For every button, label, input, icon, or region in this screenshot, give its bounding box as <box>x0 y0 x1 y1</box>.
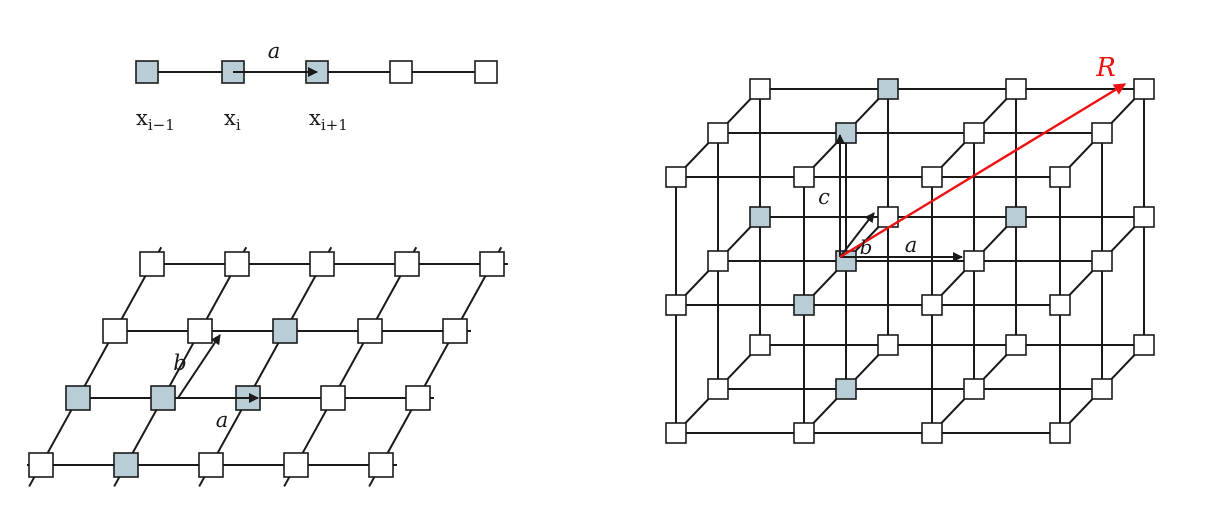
lattice-site <box>749 78 771 100</box>
lattice-site <box>835 378 857 400</box>
lattice-site <box>320 385 346 411</box>
lattice-site <box>921 294 943 316</box>
vector-b-arrow-2d <box>177 334 221 399</box>
vector-a-label-1d: a <box>268 39 281 63</box>
lattice-site <box>793 294 815 316</box>
lattice-site <box>479 251 505 277</box>
lattice-site <box>793 166 815 188</box>
lattice-site <box>707 122 729 144</box>
lattice-site <box>272 318 298 344</box>
lattice-site <box>877 78 899 100</box>
lattice-site <box>665 294 687 316</box>
one-dimensional-chain: a xi−1 xi xi+1 <box>135 39 498 134</box>
lattice-site <box>1005 206 1027 228</box>
lattice-site <box>1049 422 1071 444</box>
vector-b-arrow-3d <box>839 212 875 258</box>
lattice-site <box>309 251 335 277</box>
vector-b-label-2d: b <box>173 351 186 375</box>
lattice-site <box>1133 206 1155 228</box>
lattice-site <box>283 452 309 478</box>
vector-R-arrow <box>839 82 1127 259</box>
lattice-site <box>793 422 815 444</box>
lattice-site <box>187 318 213 344</box>
lattice-site <box>135 60 159 84</box>
lattice-bond <box>368 246 503 487</box>
lattice-site <box>1091 378 1113 400</box>
lattice-site <box>405 385 431 411</box>
lattice-site <box>1005 334 1027 356</box>
lattice-bond <box>28 246 163 487</box>
lattice-bond <box>113 246 248 487</box>
lattice-site <box>749 334 771 356</box>
lattice-bond <box>198 246 333 487</box>
lattice-site <box>707 250 729 272</box>
lattice-site <box>113 452 139 478</box>
lattice-site <box>707 378 729 400</box>
vector-c-label-3d: c <box>818 185 830 209</box>
lattice-site <box>1133 78 1155 100</box>
lattice-site <box>102 318 128 344</box>
lattice-site <box>1091 250 1113 272</box>
site-label-x-prev: xi−1 <box>136 106 175 134</box>
vector-a-label-3d: a <box>905 233 918 257</box>
lattice-site <box>963 250 985 272</box>
lattice-site <box>198 452 224 478</box>
lattice-site <box>1049 166 1071 188</box>
lattice-site <box>357 318 383 344</box>
lattice-site <box>1133 334 1155 356</box>
lattice-site <box>394 251 420 277</box>
lattice-site <box>474 60 498 84</box>
two-dimensional-lattice: b a <box>27 246 508 487</box>
lattice-site <box>877 334 899 356</box>
lattice-site <box>1005 78 1027 100</box>
vector-R-label: R <box>1095 53 1116 83</box>
lattice-site <box>224 251 250 277</box>
lattice-site <box>1049 294 1071 316</box>
lattice-site <box>665 422 687 444</box>
lattice-site <box>389 60 413 84</box>
lattice-site <box>28 452 54 478</box>
lattice-site <box>1091 122 1113 144</box>
lattice-bond <box>283 246 418 487</box>
lattice-site <box>139 251 165 277</box>
site-label-x-next: xi+1 <box>309 106 348 134</box>
lattice-site <box>665 166 687 188</box>
three-dimensional-lattice: c b a R <box>665 53 1155 444</box>
lattice-site <box>963 122 985 144</box>
site-label-x-i: xi <box>224 106 241 134</box>
lattice-site <box>65 385 91 411</box>
lattice-site <box>442 318 468 344</box>
vector-b-label-3d: b <box>860 235 873 259</box>
vector-a-label-2d: a <box>216 408 229 432</box>
lattice-site <box>921 422 943 444</box>
lattice-site <box>368 452 394 478</box>
lattice-site <box>150 385 176 411</box>
lattice-site <box>963 378 985 400</box>
lattice-site <box>921 166 943 188</box>
lattice-site <box>749 206 771 228</box>
